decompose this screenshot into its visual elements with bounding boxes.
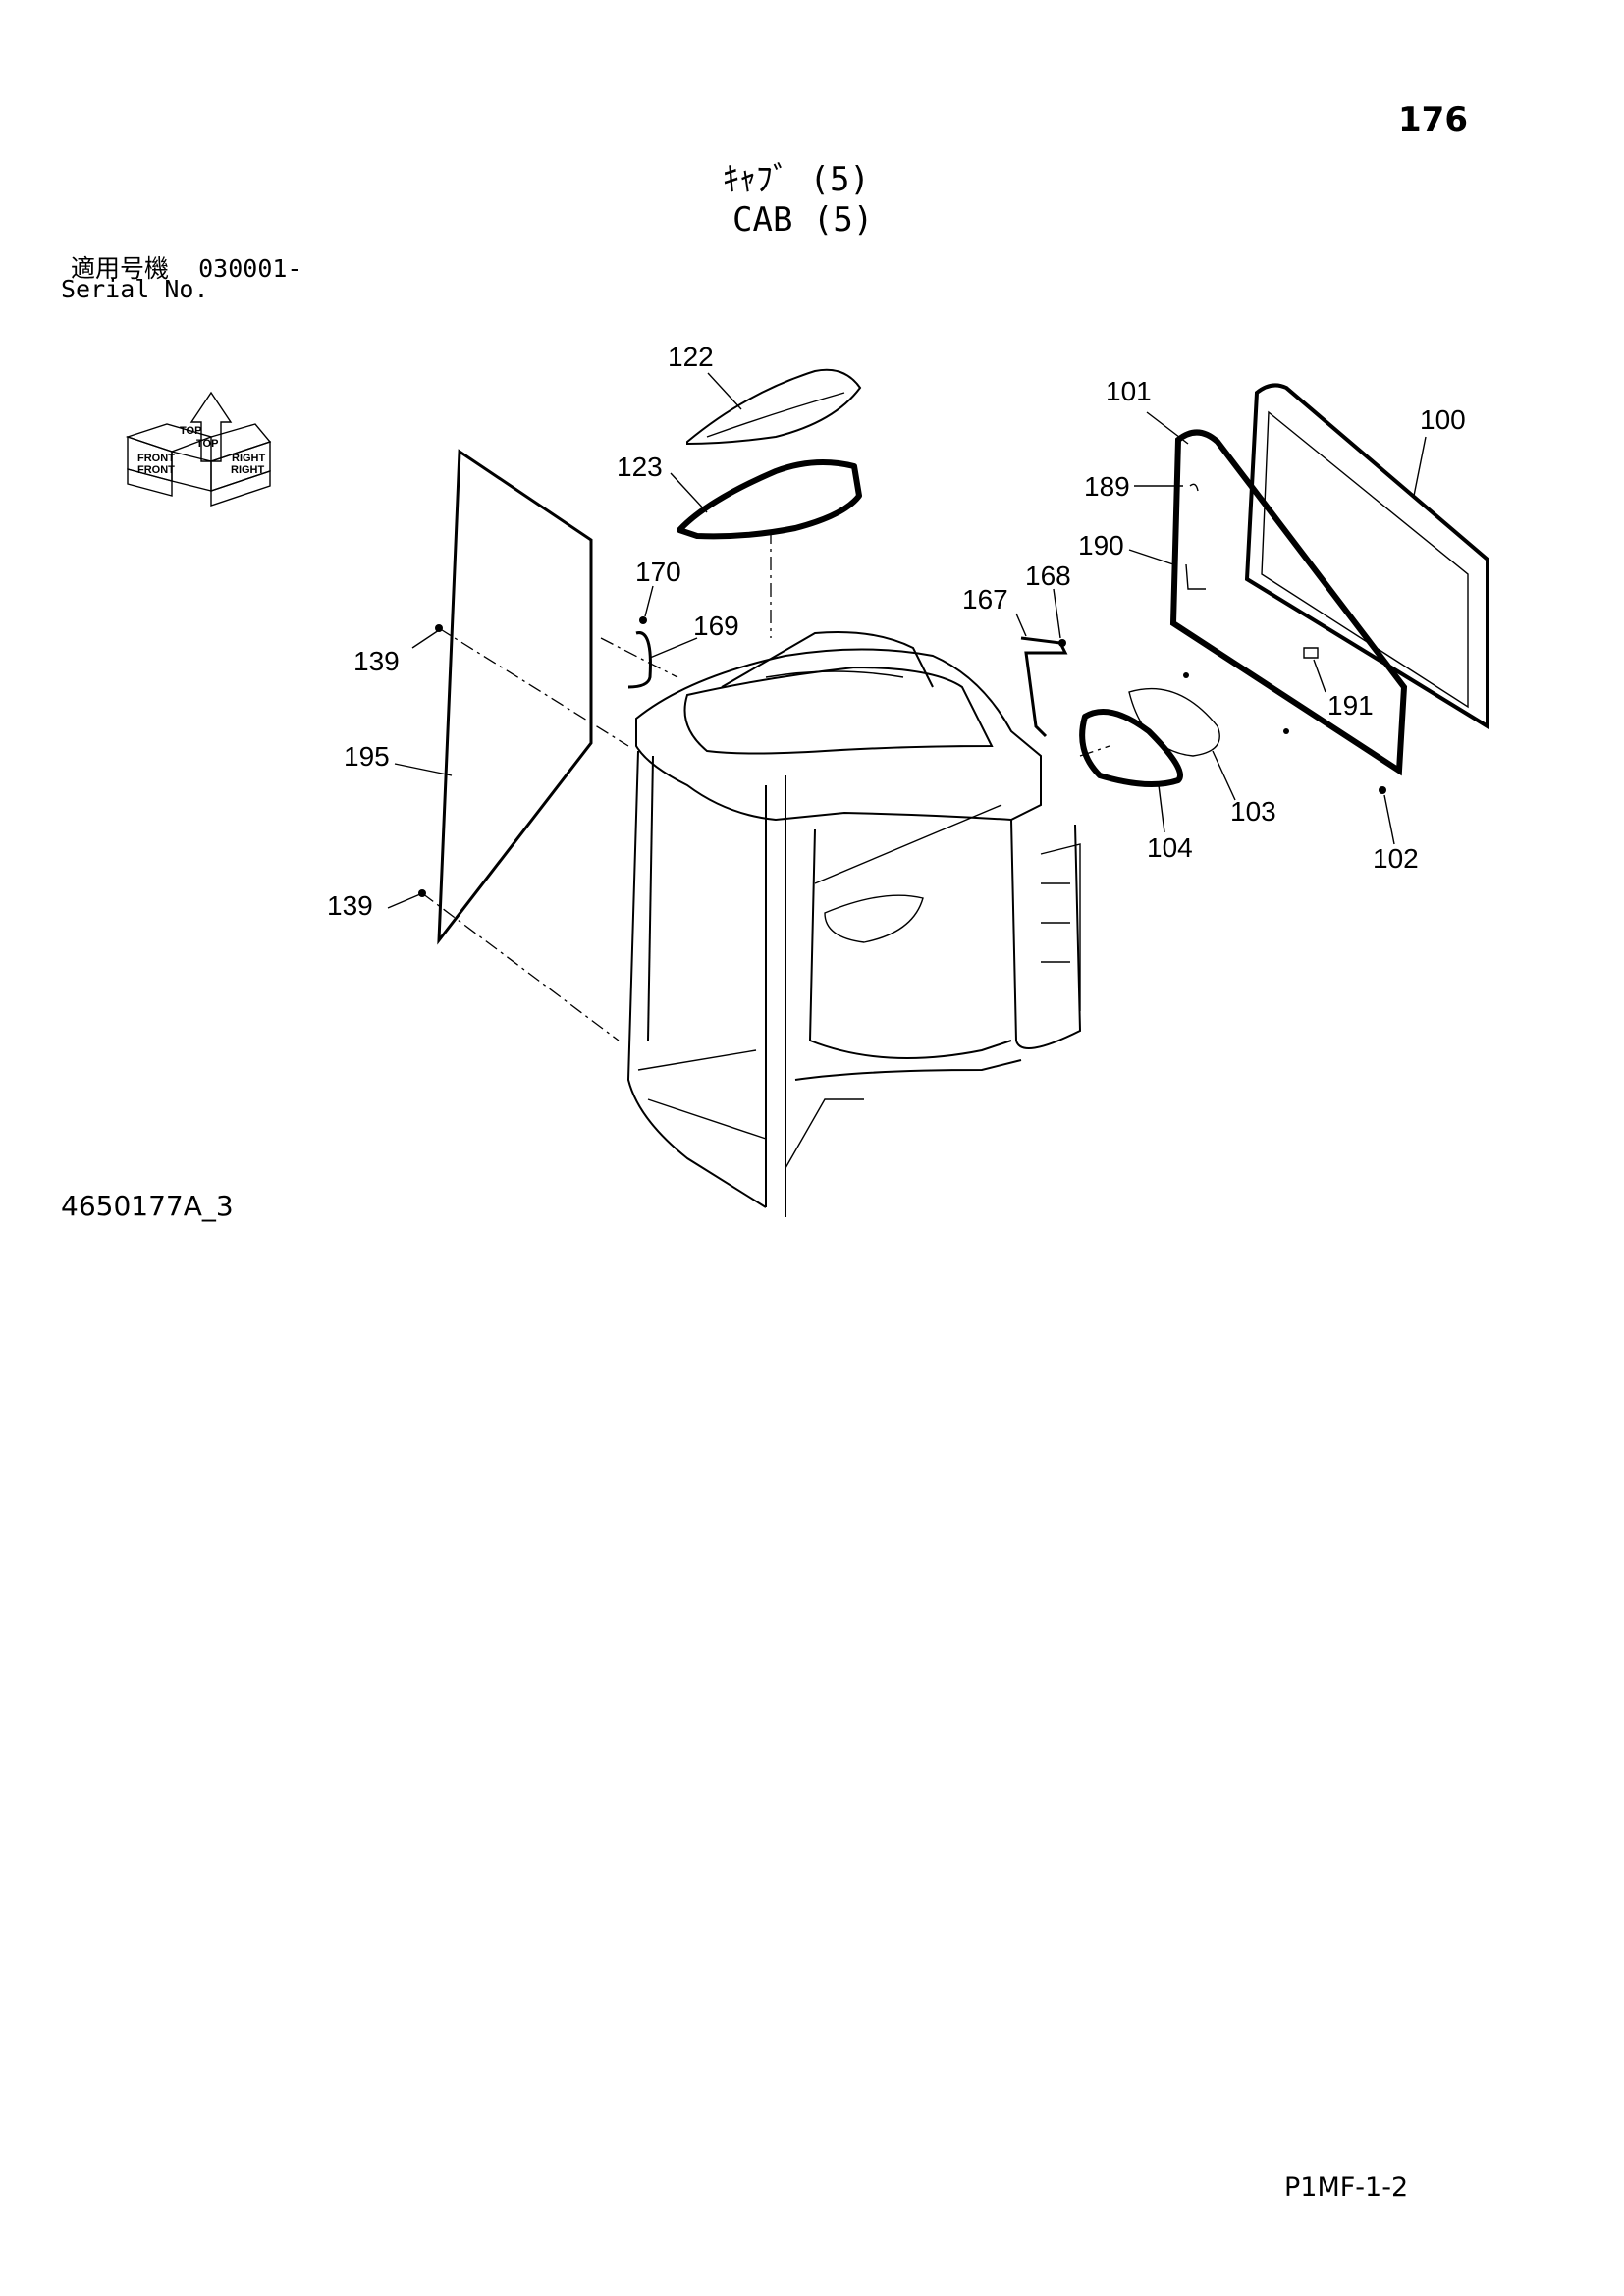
- part-100-weather-strip: [1244, 383, 1489, 730]
- page-number: 176: [1398, 100, 1468, 139]
- orient-label-front-2: FRONT: [137, 453, 175, 464]
- part-123-roof-seal: [677, 459, 862, 540]
- orient-label-top-2: TOP: [180, 425, 201, 437]
- callout-100: 100: [1420, 404, 1466, 435]
- orientation-cube-icon: TOP FRONT RIGHT TOP FRONT RIGHT: [125, 391, 272, 507]
- serial-line-japanese: 適用号機 030001-: [71, 249, 301, 285]
- drawing-number: 4650177A_3: [61, 1190, 234, 1222]
- reference-code: P1MF-1-2: [1284, 2172, 1409, 2203]
- part-195-side-glass: [437, 449, 593, 945]
- callout-101: 101: [1106, 376, 1152, 406]
- serial-label-japanese: 適用号機: [71, 254, 170, 283]
- callout-190: 190: [1078, 530, 1124, 561]
- title-english: CAB (5): [732, 200, 874, 240]
- callout-123: 123: [617, 452, 663, 482]
- callout-139-bottom: 139: [327, 890, 373, 921]
- callout-139-top: 139: [353, 646, 400, 676]
- callout-104: 104: [1147, 832, 1193, 863]
- callout-122: 122: [668, 342, 714, 372]
- orient-label-top: TOP: [196, 438, 218, 450]
- title-japanese: ｷｬﾌﾞ (5): [723, 160, 870, 199]
- part-104-small-seal: [1079, 709, 1183, 787]
- part-169-handle: [627, 631, 652, 689]
- callout-168: 168: [1025, 561, 1071, 591]
- callout-191: 191: [1327, 690, 1374, 721]
- callout-195: 195: [344, 741, 390, 772]
- serial-range: 030001-: [198, 254, 302, 283]
- callout-103: 103: [1230, 796, 1276, 827]
- serial-label-english: Serial No.: [61, 275, 209, 303]
- part-122-roof-cover: [686, 368, 862, 446]
- callout-167: 167: [962, 584, 1008, 614]
- cab-exploded-diagram: TOP FRONT RIGHT TOP FRONT RIGHT: [125, 342, 1489, 1217]
- orient-label-right: RIGHT: [231, 464, 265, 476]
- callout-169: 169: [693, 611, 739, 641]
- part-103-small-glass: [1128, 687, 1220, 757]
- part-101-door-glass: [1169, 429, 1408, 776]
- orient-label-front: FRONT: [137, 464, 175, 476]
- callout-189: 189: [1084, 471, 1130, 502]
- cab-frame: [626, 631, 1082, 1217]
- callout-102: 102: [1373, 843, 1419, 874]
- callout-170: 170: [635, 557, 681, 587]
- orient-label-right-2: RIGHT: [232, 453, 266, 464]
- part-167-rod: [1020, 636, 1068, 738]
